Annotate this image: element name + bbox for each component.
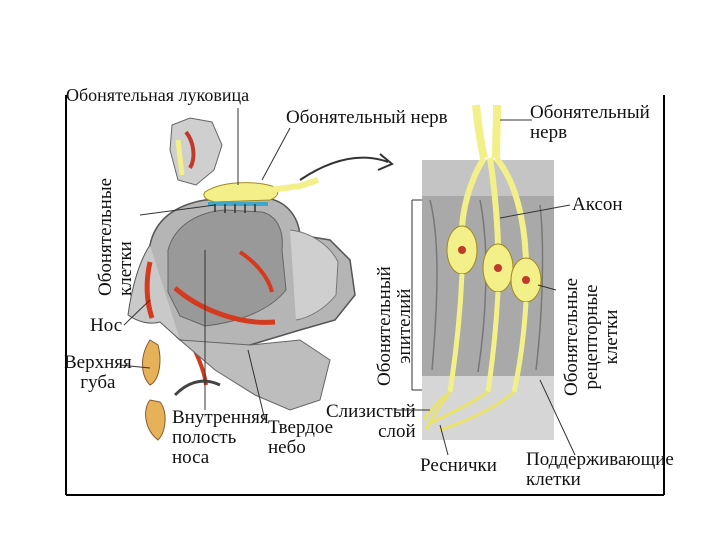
leader-axon xyxy=(499,204,571,219)
label-hard-palate: Твердое небо xyxy=(268,418,333,458)
label-hard-palate-line1: Твердое xyxy=(268,417,334,438)
leader-nerve xyxy=(261,127,291,181)
label-olfactory-cells-line2: клетки xyxy=(114,241,136,296)
label-epithelium-line2: эпителий xyxy=(393,288,415,364)
label-nasal-cavity: Внутренняя полость носа xyxy=(172,408,269,468)
label-mucous-layer-line2: слой xyxy=(378,420,416,442)
label-nose: Нос xyxy=(90,315,123,336)
label-olfactory-nerve: Обонятельный нерв xyxy=(286,107,448,128)
leader-supporting xyxy=(539,379,576,456)
label-nasal-cavity-line2: полость xyxy=(172,426,237,448)
label-olfactory-epithelium: Обонятельный эпителий xyxy=(374,266,415,386)
label-nasal-cavity-line3: носа xyxy=(172,446,210,468)
cilia-shapes xyxy=(422,390,515,432)
label-hard-palate-line2: небо xyxy=(268,436,306,458)
zoom-arrow-head xyxy=(377,153,394,171)
label-olfactory-bulb: Обонятельная луковица xyxy=(66,85,250,105)
upper-lip-shape xyxy=(142,339,161,386)
label-olfactory-cells-line1: Обонятельные xyxy=(95,177,116,296)
label-receptor-cells: Обонятельные рецепторные клетки xyxy=(561,277,622,396)
label-supporting-cells: Поддерживающие клетки xyxy=(526,450,674,490)
leader-nose xyxy=(123,299,151,326)
lower-lip-shape xyxy=(145,399,166,441)
label-olfactory-nerve-right-line2: нерв xyxy=(530,121,568,143)
label-olfactory-nerve-right-line1: Обонятельный xyxy=(530,102,650,123)
leader-cells xyxy=(139,204,216,216)
leader-receptor xyxy=(537,284,557,291)
label-upper-lip-line2: губа xyxy=(80,371,116,393)
leader-palate xyxy=(247,349,266,421)
label-upper-lip-line1: Верхняя xyxy=(64,352,132,373)
leader-cilia xyxy=(439,424,449,456)
label-nasal-cavity-line1: Внутренняя xyxy=(172,407,269,428)
olfactory-bulb-shape xyxy=(203,182,279,203)
label-axon: Аксон xyxy=(572,194,623,215)
label-receptor-cells-line2: рецепторные xyxy=(580,284,602,390)
label-cilia: Реснички xyxy=(420,455,497,476)
upper-tissue-layer xyxy=(422,160,554,196)
label-olfactory-cells: Обонятельные клетки xyxy=(95,177,136,296)
label-receptor-cells-line3: клетки xyxy=(600,309,622,365)
label-upper-lip: Верхняя губа xyxy=(64,353,132,393)
zoom-arrow xyxy=(299,156,389,181)
label-epithelium-line1: Обонятельный xyxy=(374,266,395,386)
epithelium-detail xyxy=(395,104,576,456)
label-mucous-layer: Слизистый слой xyxy=(326,402,416,442)
label-supporting-cells-line1: Поддерживающие xyxy=(526,449,674,470)
label-supporting-cells-line2: клетки xyxy=(526,468,581,490)
label-mucous-layer-line1: Слизистый xyxy=(326,401,416,422)
nerve-trunk xyxy=(472,104,488,159)
label-receptor-cells-line1: Обонятельные xyxy=(561,277,582,396)
label-olfactory-nerve-right: Обонятельный нерв xyxy=(530,103,650,143)
head-section xyxy=(119,108,356,441)
leader-lip xyxy=(119,364,151,369)
